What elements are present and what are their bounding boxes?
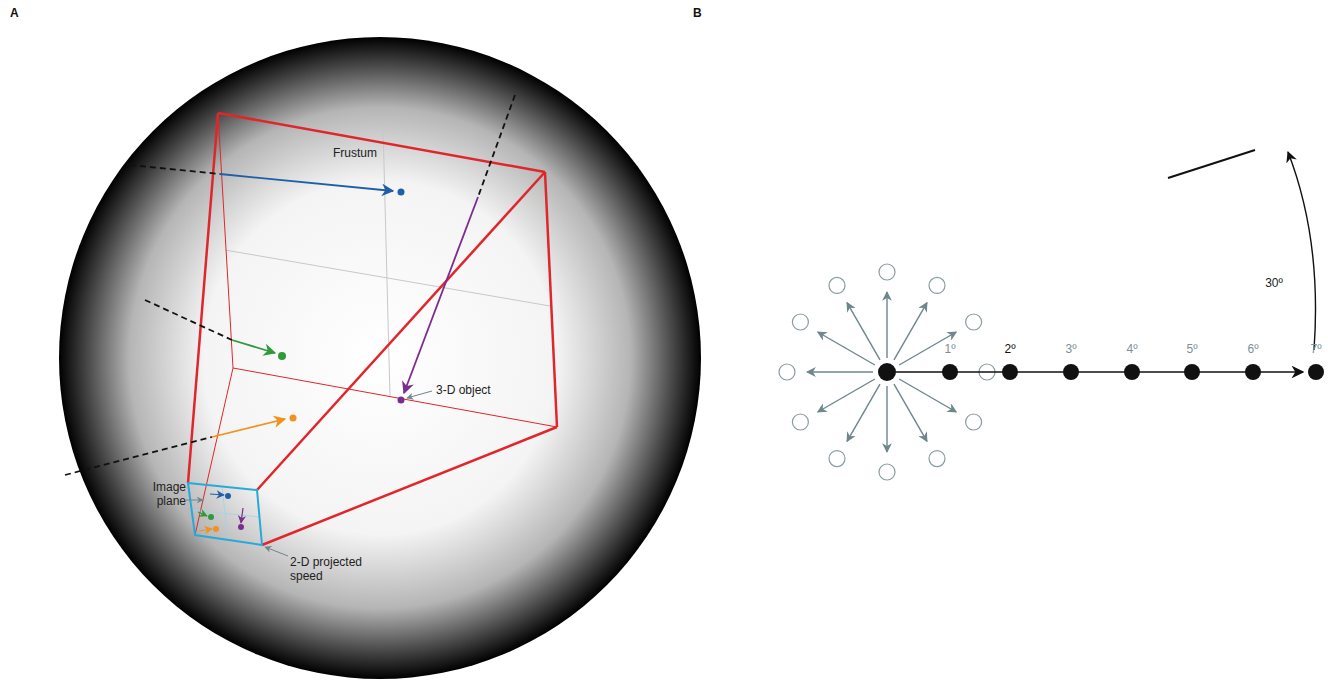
figure-stroke xyxy=(942,364,1324,380)
direction-panel xyxy=(779,150,1324,480)
figure-stroke xyxy=(879,464,895,480)
trajectories xyxy=(65,95,515,475)
figure-stroke xyxy=(265,547,288,556)
callout-label: 3-D object xyxy=(436,383,491,397)
figure-stroke xyxy=(1063,364,1079,380)
figure-stroke xyxy=(879,264,895,280)
angle-label: 3º xyxy=(1065,342,1076,356)
angle-label: 30º xyxy=(1265,276,1283,290)
angle-label: 1º xyxy=(944,342,955,356)
figure-stroke xyxy=(233,368,557,427)
figure-stroke xyxy=(241,508,243,523)
figure-stroke xyxy=(398,189,405,196)
figure-stroke xyxy=(829,451,845,467)
figure-stroke xyxy=(818,332,875,365)
figure-stroke xyxy=(210,494,224,495)
figure-stroke xyxy=(807,371,873,372)
figure-stroke xyxy=(929,277,945,293)
figure-stroke xyxy=(792,314,808,330)
region-label: Frustum xyxy=(333,146,377,160)
figure-stroke xyxy=(218,113,545,172)
figure-stroke xyxy=(225,493,231,499)
figure-stroke xyxy=(195,368,233,535)
figure-stroke xyxy=(130,165,220,174)
figure-stroke xyxy=(59,37,701,679)
angle-label: 7º xyxy=(1310,342,1321,356)
figure-stroke xyxy=(278,352,286,360)
figure-stroke xyxy=(188,483,262,545)
figure-stroke xyxy=(262,427,557,545)
angle-label: 4º xyxy=(1126,342,1137,356)
figure-stroke xyxy=(407,391,432,398)
figure-stroke xyxy=(792,414,808,430)
figure-stroke xyxy=(212,419,285,437)
figure-stroke xyxy=(404,197,478,393)
figure-stroke xyxy=(1002,364,1018,380)
figure-stroke xyxy=(238,524,244,530)
figure-stroke xyxy=(232,340,275,353)
figure-stroke xyxy=(478,95,515,197)
figure-stroke xyxy=(894,303,927,360)
figure-stroke xyxy=(145,300,232,340)
figure-stroke xyxy=(899,379,956,412)
figure-stroke xyxy=(966,414,982,430)
callout-label: 2-D projected speed xyxy=(290,555,380,583)
figure-stroke xyxy=(1245,364,1261,380)
projected-trajectories xyxy=(198,493,244,532)
figure-stroke xyxy=(886,386,887,452)
angle-label: 6º xyxy=(1247,342,1258,356)
figure-stroke xyxy=(208,514,214,520)
figure-stroke xyxy=(1124,364,1140,380)
figure-stroke xyxy=(220,174,393,191)
figure-stroke xyxy=(829,277,845,293)
figure-stroke xyxy=(188,113,218,483)
callout-label: Image plane xyxy=(146,480,186,508)
figure-stroke xyxy=(257,172,545,490)
angle-label: 2º xyxy=(1004,342,1015,356)
figure-stroke xyxy=(383,125,390,397)
figure-stroke xyxy=(966,314,982,330)
angle-label: 5º xyxy=(1186,342,1197,356)
figure-stroke xyxy=(218,113,233,368)
figure-stroke xyxy=(186,500,203,501)
figure-stroke xyxy=(290,415,297,422)
figure-stroke xyxy=(225,250,550,306)
figure-stroke xyxy=(942,364,958,380)
figure-stroke xyxy=(779,364,795,380)
frustum xyxy=(188,113,557,545)
figure-stroke xyxy=(886,292,887,358)
figure-stroke xyxy=(191,510,259,517)
figure-stroke xyxy=(847,384,880,441)
image-plane xyxy=(188,483,262,545)
figure-stroke xyxy=(545,172,557,427)
leader-lines xyxy=(186,391,432,556)
figure-stroke xyxy=(1308,364,1324,380)
figure-stroke xyxy=(198,512,207,516)
figure-stroke xyxy=(65,437,212,475)
figure-stroke xyxy=(398,397,405,404)
figure-stroke xyxy=(213,526,219,532)
sphere xyxy=(59,37,701,679)
figure-stroke xyxy=(878,363,896,381)
figure-stroke xyxy=(929,451,945,467)
figure-stroke xyxy=(1168,150,1255,178)
panel-letter: A xyxy=(10,6,19,20)
panel-letter: B xyxy=(693,6,702,20)
figure-stroke xyxy=(1184,364,1200,380)
figure-stroke xyxy=(1288,152,1316,350)
figure-stroke xyxy=(199,529,212,531)
